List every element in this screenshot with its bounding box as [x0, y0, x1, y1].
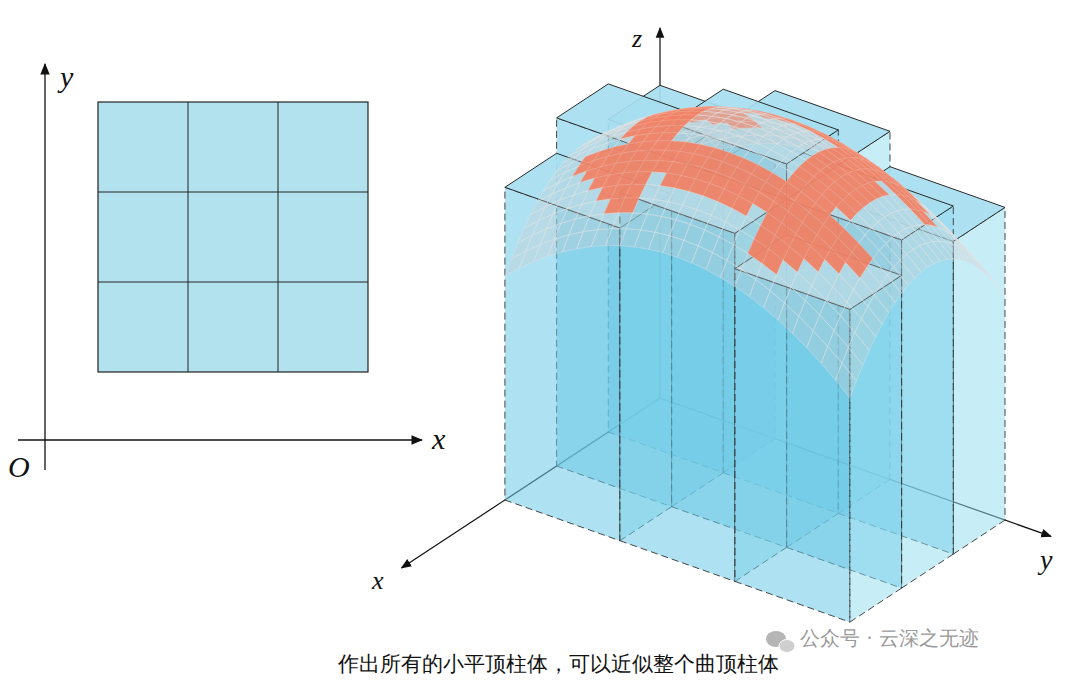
- surface-patch: [836, 363, 857, 398]
- column-face: [620, 193, 735, 582]
- curved-surface: [505, 107, 1005, 398]
- grid-line: [98, 192, 368, 193]
- caption: 作出所有的小平顶柱体，可以近似整个曲顶柱体: [338, 654, 779, 675]
- column-face: [850, 275, 902, 622]
- grid-line: [278, 102, 279, 372]
- plane-grid: [18, 64, 422, 470]
- axis-label: y: [1040, 546, 1052, 574]
- axis-label: z: [632, 26, 642, 52]
- flat-top-column: [735, 235, 902, 622]
- axis-label: y: [60, 62, 73, 92]
- grid-line: [188, 102, 189, 372]
- column-face: [735, 269, 850, 622]
- column-top: [557, 84, 724, 159]
- axis-label: x: [432, 424, 445, 454]
- axis-line: [18, 439, 422, 440]
- region-square: [98, 102, 368, 372]
- watermark: 公众号 · 云深之无迹: [800, 628, 979, 648]
- watermark-icon: [766, 631, 795, 653]
- column-top: [620, 159, 787, 234]
- axis-line: [44, 64, 45, 470]
- column-top: [672, 89, 839, 164]
- columns-3d: [402, 28, 1052, 622]
- column-face: [505, 187, 620, 540]
- axis-label: O: [8, 452, 30, 482]
- axis-label: x: [372, 568, 384, 594]
- grid-line: [98, 282, 368, 283]
